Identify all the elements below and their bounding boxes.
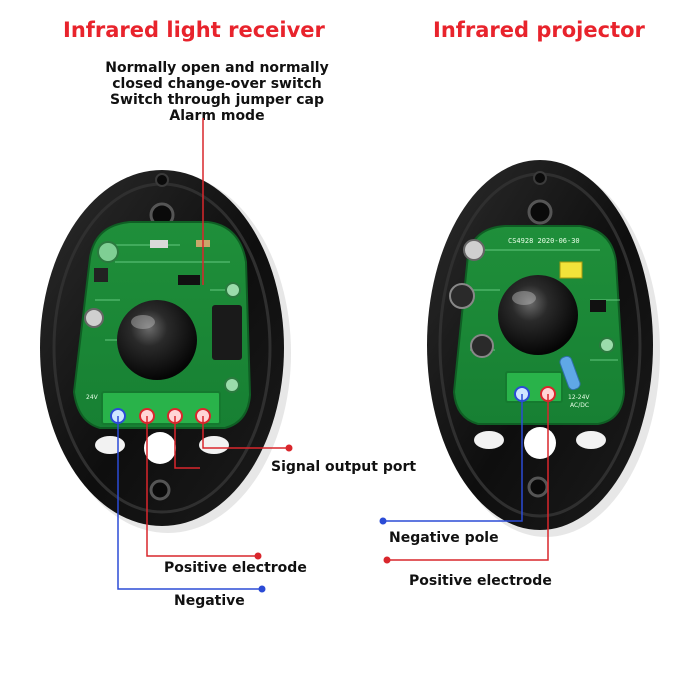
projector-title: Infrared projector [433,18,645,42]
voltage-text: 12-24V [568,394,590,401]
switch-note-line-4: Alarm mode [169,108,265,124]
negative-pole-leader [383,394,523,522]
negative-left-label: Negative [174,593,245,609]
leader-lines [117,118,549,593]
positive-electrode-left-label: Positive electrode [164,560,307,576]
projector-unit: CS4928 2020-06-30 12-24V AC/DC [427,160,660,537]
switch-note-line-2: closed change-over switch [112,76,322,92]
negative-left-leader [117,416,262,590]
receiver-unit [40,170,291,533]
positive-right-leader [387,394,549,561]
positive-left-leader [146,416,258,557]
negative-pole-label: Negative pole [389,530,499,546]
signal-output-label: Signal output port [271,459,417,475]
switch-note-line-1: Normally open and normally [105,60,329,76]
projector-top-screw-hole [527,199,553,225]
signal-leader-b [202,416,289,449]
positive-electrode-right-label: Positive electrode [409,573,552,589]
pcb-code-text: CS4928 2020-06-30 [508,237,580,245]
v24-text: 24V [86,394,98,401]
receiver-title: Infrared light receiver [63,18,325,42]
projector-ir-lens [498,275,578,355]
acdc-text: AC/DC [570,402,589,409]
switch-note-line-3: Switch through jumper cap [109,92,325,108]
receiver-terminal-block [101,391,221,425]
switch-note: Normally open and normally closed change… [92,60,342,124]
receiver-ir-lens [117,300,197,380]
signal-leader-a [174,416,200,469]
